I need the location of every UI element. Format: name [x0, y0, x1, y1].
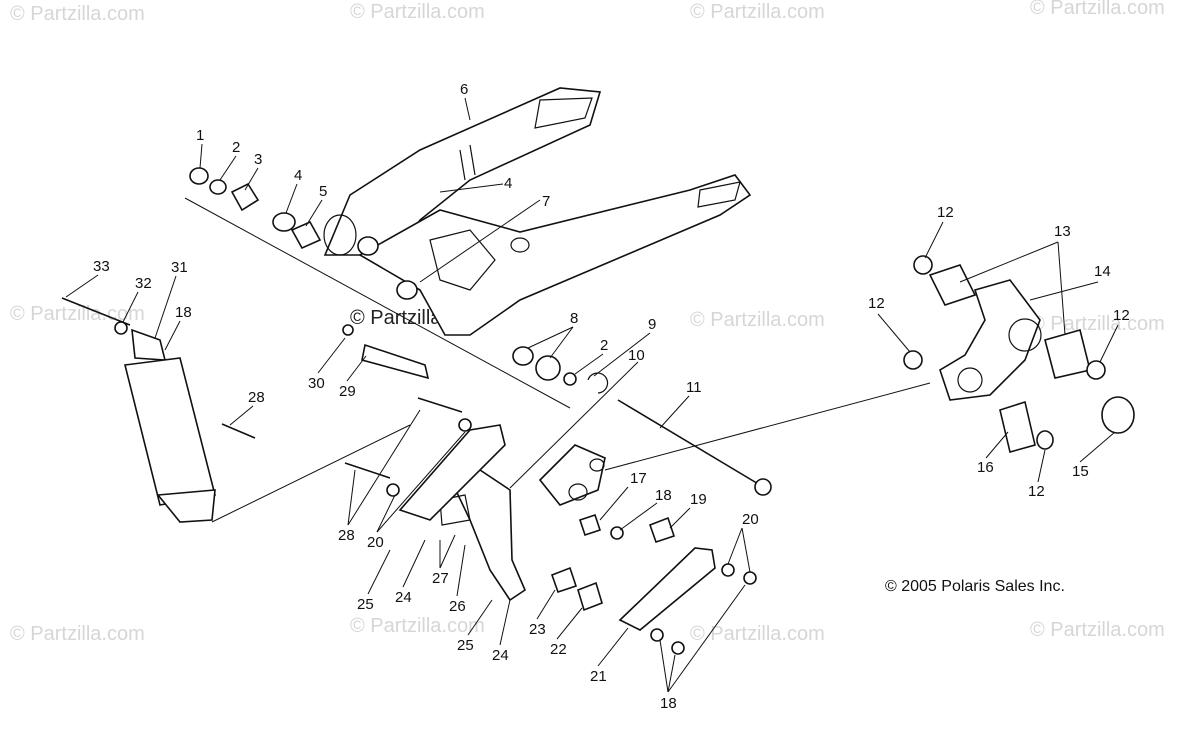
pivot-hardware-left	[189, 167, 418, 300]
callout-label: 32	[135, 275, 152, 292]
callout-label: 25	[357, 596, 374, 613]
callout-label: 20	[742, 511, 759, 528]
callout-label: 6	[460, 81, 468, 98]
callout-label: 14	[1094, 263, 1111, 280]
swingarm	[323, 87, 752, 336]
callout-label: 31	[171, 259, 188, 276]
watermark: © Partzilla.com	[1030, 0, 1165, 19]
callout-layer: 1 2 3 4 5 6 4 7 8 9 2 10 11 33 32 31 18 …	[93, 81, 1130, 712]
callout-label: 22	[550, 641, 567, 658]
callout-label: 21	[590, 668, 607, 685]
watermark: © Partzilla.com	[10, 623, 145, 645]
callout-label: 7	[542, 193, 550, 210]
callout-label: 8	[570, 310, 578, 327]
watermark: © Partzilla.com	[1030, 619, 1165, 641]
callout-label: 27	[432, 570, 449, 587]
callout-label: 2	[600, 337, 608, 354]
callout-label: 4	[504, 175, 512, 192]
callout-label: 4	[294, 167, 302, 184]
watermark: © Partzilla.com	[690, 1, 825, 23]
callout-label: 19	[690, 491, 707, 508]
watermark: © Partzilla.com	[690, 309, 825, 331]
callout-label: 24	[492, 647, 509, 664]
pivot-hardware-right	[512, 346, 609, 394]
callout-label: 29	[339, 383, 356, 400]
pins	[221, 324, 463, 479]
callout-label: 33	[93, 258, 110, 275]
callout-label: 16	[977, 459, 994, 476]
callout-label: 9	[648, 316, 656, 333]
callout-label: 5	[319, 183, 327, 200]
pivot-axis-line	[184, 197, 571, 409]
copyright-notice: © 2005 Polaris Sales Inc.	[885, 578, 1065, 595]
callout-label: 15	[1072, 463, 1089, 480]
callout-label: 10	[628, 347, 645, 364]
watermark: © Partzilla.com	[10, 303, 145, 325]
linkage-rods	[386, 418, 735, 642]
callout-label: 26	[449, 598, 466, 615]
callout-label: 11	[686, 379, 702, 396]
callout-label: 28	[338, 527, 355, 544]
callout-label: 12	[937, 204, 954, 221]
callout-label: 13	[1054, 223, 1071, 240]
callout-label: 24	[395, 589, 412, 606]
callout-label: 28	[248, 389, 265, 406]
callout-label: 17	[630, 470, 647, 487]
callout-label: 1	[196, 127, 204, 144]
bell-crank	[439, 469, 526, 602]
watermark: © Partzilla.com	[1030, 313, 1165, 335]
callout-label: 25	[457, 637, 474, 654]
watermark: © Partzilla.com	[10, 3, 145, 25]
leader-lines	[65, 97, 1119, 693]
callout-label: 18	[175, 304, 192, 321]
callout-label: 3	[254, 151, 262, 168]
watermark: © Partzilla.com	[690, 623, 825, 645]
callout-label: 12	[1113, 307, 1130, 324]
callout-label: 20	[367, 534, 384, 551]
callout-label: 30	[308, 375, 325, 392]
rocker-detail	[903, 255, 1135, 453]
shock-absorber	[61, 297, 411, 523]
callout-label: 23	[529, 621, 546, 638]
rocker-small	[538, 444, 757, 655]
callout-label: 12	[868, 295, 885, 312]
callout-label: 18	[660, 695, 677, 712]
watermark: © Partzilla.com	[350, 1, 485, 23]
callout-label: 12	[1028, 483, 1045, 500]
watermark: © Partzilla.com	[350, 615, 485, 637]
axle-bolt	[604, 382, 931, 496]
callout-label: 2	[232, 139, 240, 156]
callout-label: 18	[655, 487, 672, 504]
watermark-layer: © Partzilla.com © Partzilla.com © Partzi…	[10, 0, 1165, 645]
